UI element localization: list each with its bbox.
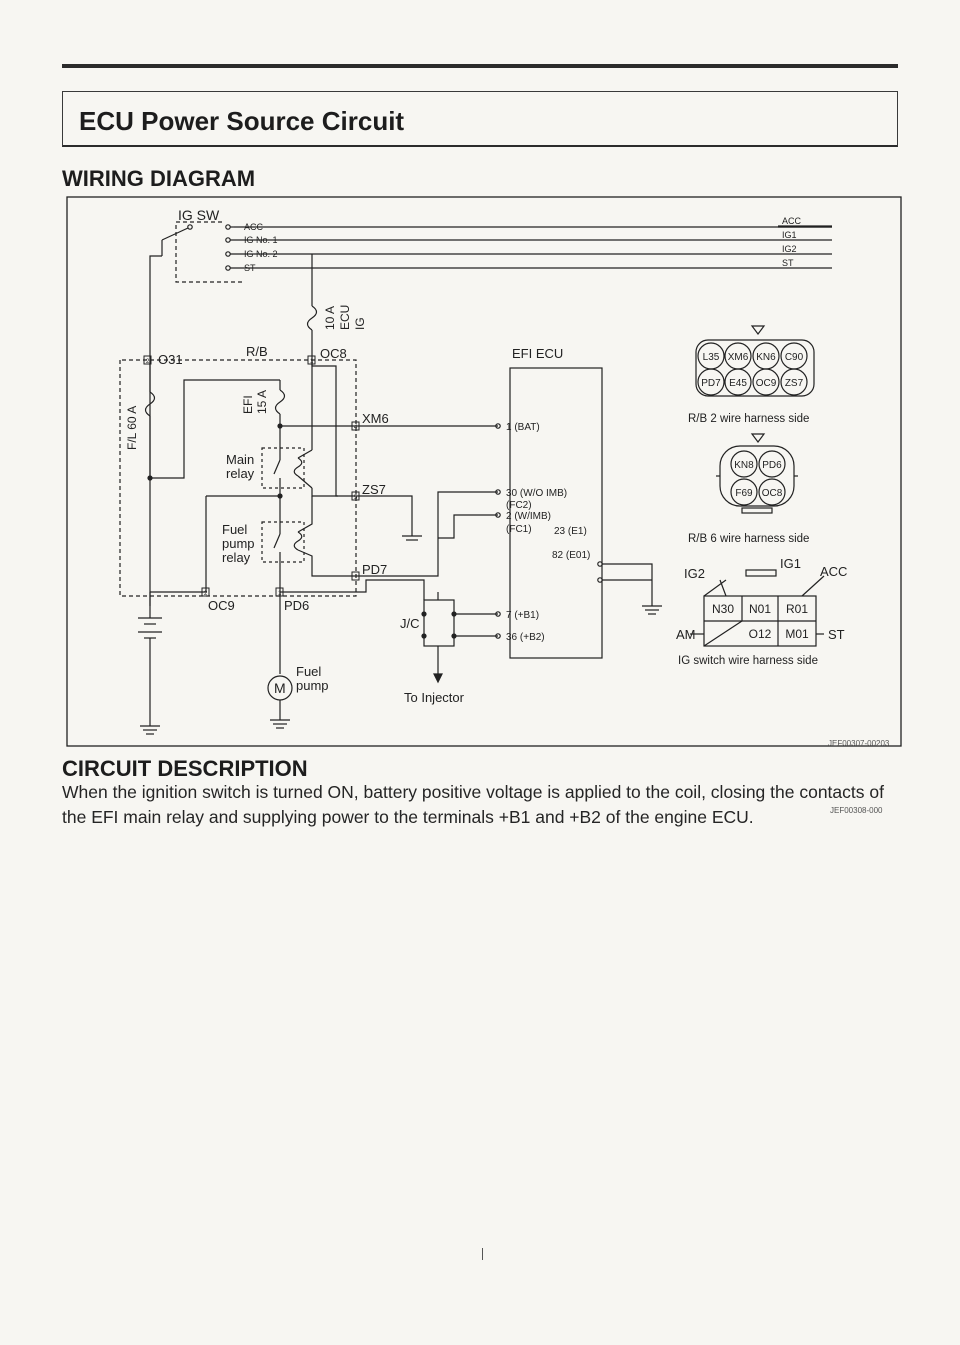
rb2-pin: L35 [703,352,720,363]
fuel-pump-relay-label-3: relay [222,550,251,565]
igsw-acc: ACC [820,564,847,579]
rb6-pin: KN8 [734,460,754,471]
pin-marker-xm6: 4 [354,425,358,431]
oc8-label: OC8 [320,346,347,361]
oc9-label: OC9 [208,598,235,613]
igsw-pin: R01 [786,602,808,616]
ecu-pin-b1: 7 (+B1) [506,610,539,621]
fuse-ecu-name: ECU [338,305,352,330]
fuel-pump-label-1: Fuel [296,664,321,679]
wiring-diagram: IG SW ACC IG No. 1 IG No. 2 ST ACC IG1 I… [66,196,902,747]
pin-marker-oc9: 2 [204,591,208,597]
igsw-pin: O12 [749,627,772,641]
ig-sw-label: IG SW [178,207,220,223]
bus-acc: ACC [782,216,802,226]
fuse-ecu-amp: 10 A [323,306,337,330]
igsw-am: AM [676,627,696,642]
igsw-pin: N30 [712,602,734,616]
igsw-ig2: IG2 [684,566,705,581]
rb2-pin: KN6 [756,352,776,363]
pin-marker-zs7: 5 [354,495,358,501]
fusible-link-label: F/L 60 A [125,406,139,450]
rb6-pin: OC8 [762,488,783,499]
fuel-pump-relay-label-2: pump [222,536,255,551]
rb2-pin: C90 [785,352,804,363]
o31-label: O31 [158,352,183,367]
circuit-description-heading: CIRCUIT DESCRIPTION [62,756,308,781]
to-injector-label: To Injector [404,690,465,705]
rb6-pin: PD6 [762,460,782,471]
pin-marker-pd6: 1 [278,591,282,597]
figure-code: JEF00307-00203 [828,739,890,748]
terminal-acc: ACC [244,222,264,232]
rb2-pin: XM6 [728,352,749,363]
top-rule [62,64,898,68]
rb-label: R/B [246,344,268,359]
title-box: ECU Power Source Circuit [62,91,898,147]
rb2-caption: R/B 2 wire harness side [688,413,809,425]
pin-marker-o31: 2 [146,359,150,365]
ecu-pin-fc2: (FC2) [506,500,532,511]
bus-ig2: IG2 [782,244,797,254]
rb2-pin: OC9 [756,378,777,389]
pd7-label: PD7 [362,562,387,577]
ecu-pin-bat: 1 (BAT) [506,422,540,433]
ecu-pin-e1: 23 (E1) [554,526,587,537]
main-relay-label-1: Main [226,452,254,467]
fuse-efi-name: EFI [241,395,255,414]
rb2-pin: E45 [729,378,747,389]
igsw-ig1: IG1 [780,556,801,571]
fuse-ecu-ig: IG [353,317,367,330]
fuel-pump-relay-label-1: Fuel [222,522,247,537]
bus-ig1: IG1 [782,230,797,240]
page-title: ECU Power Source Circuit [79,106,405,136]
main-relay-label-2: relay [226,466,255,481]
circuit-description-text: When the ignition switch is turned ON, b… [62,782,884,827]
rb2-pin: PD7 [701,378,721,389]
terminal-ig2: IG No. 2 [244,249,278,259]
bus-st: ST [782,258,794,268]
rb6-caption: R/B 6 wire harness side [688,533,809,545]
ecu-pin-2: 2 (W/IMB) [506,511,551,522]
rb2-pin: ZS7 [785,378,804,389]
igsw-caption: IG switch wire harness side [678,655,818,667]
igsw-pin: M01 [785,627,809,641]
ecu-pin-b2: 36 (+B2) [506,632,545,643]
igsw-pin: N01 [749,602,771,616]
igsw-st: ST [828,627,845,642]
pd6-label: PD6 [284,598,309,613]
fuse-efi-amp: 15 A [255,390,269,414]
motor-symbol: M [274,680,286,696]
ecu-pin-e01: 82 (E01) [552,550,590,561]
terminal-st: ST [244,263,256,273]
terminal-ig1: IG No. 1 [244,235,278,245]
fuel-pump-label-2: pump [296,678,329,693]
ecu-pin-fc1: (FC1) [506,524,532,535]
xm6-label: XM6 [362,411,389,426]
rb6-pin: F69 [735,488,753,499]
jc-label: J/C [400,616,420,631]
ecu-pin-30: 30 (W/O IMB) [506,488,567,499]
efi-ecu-label: EFI ECU [512,346,563,361]
wiring-diagram-heading: WIRING DIAGRAM [62,166,256,191]
zs7-label: ZS7 [362,482,386,497]
pin-marker-oc8: 1 [310,359,314,365]
page-mark [482,1248,483,1260]
description-code: JEF00308-000 [830,806,883,815]
